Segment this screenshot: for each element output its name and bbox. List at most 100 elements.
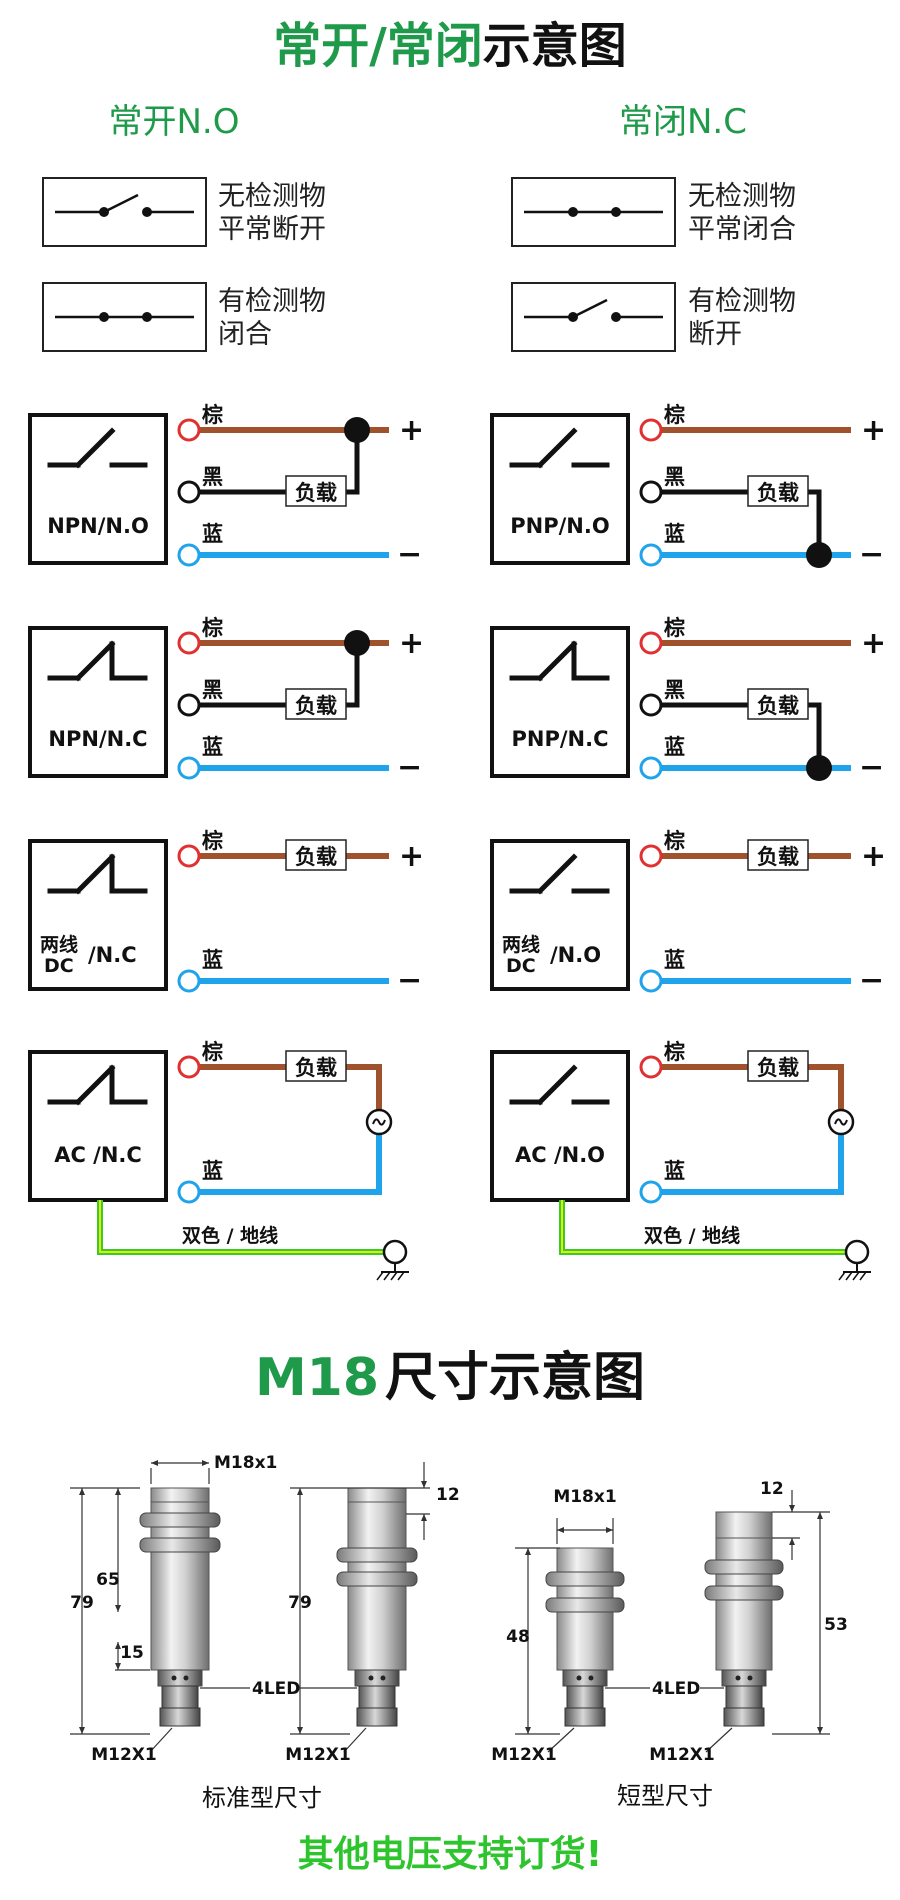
connector-label: M12X1 <box>91 1745 157 1765</box>
standard-size-caption: 标准型尺寸 <box>202 1784 322 1812</box>
nc-row1-line1: 无检测物 <box>688 181 796 212</box>
ground-wire-label: 双色 / 地线 <box>182 1224 278 1247</box>
connector-label: M12X1 <box>285 1745 351 1765</box>
brown-wire-label: 棕 <box>664 829 685 853</box>
dim-53-label: 53 <box>824 1615 848 1635</box>
no-row1-line1: 无检测物 <box>218 181 326 212</box>
plus-sign: + <box>861 413 886 448</box>
load-label: 负载 <box>295 694 337 718</box>
blue-wire-label: 蓝 <box>664 1159 685 1183</box>
page-title: 常开/常闭示意图 <box>273 18 627 74</box>
no-title: 常开N.O <box>108 102 239 142</box>
dim-65-label: 65 <box>96 1570 120 1590</box>
minus-sign: − <box>397 750 422 785</box>
nc-section: 常闭N.C 无检测物 平常闭合 有检测物 断开 <box>511 102 796 352</box>
load-label: 负载 <box>757 694 799 718</box>
thread-label: M18x1 <box>214 1453 277 1473</box>
no-row2-line1: 有检测物 <box>218 286 326 317</box>
dc-label: DC <box>44 955 74 977</box>
ac-source-icon <box>834 1118 848 1126</box>
nc-row1-line2: 平常闭合 <box>688 214 796 245</box>
led-label: 4LED <box>252 1679 300 1699</box>
blue-wire-label: 蓝 <box>202 948 223 972</box>
connector-label: M12X1 <box>491 1745 557 1765</box>
brown-wire-label: 棕 <box>202 829 223 853</box>
blue-wire-label: 蓝 <box>202 1159 223 1183</box>
plus-sign: + <box>399 413 424 448</box>
blue-wire-label: 蓝 <box>664 948 685 972</box>
load-label: 负载 <box>295 481 337 505</box>
two-wire-label: 两线 <box>40 933 78 956</box>
load-label: 负载 <box>757 481 799 505</box>
ac-source-icon <box>372 1118 386 1126</box>
blue-wire-label: 蓝 <box>202 735 223 759</box>
dimension-drawings: M18x17965154LEDM12X17912M12X1M18x1484LED… <box>70 1453 848 1812</box>
ground-icon <box>838 1239 871 1281</box>
load-label: 负载 <box>295 1056 337 1080</box>
plus-sign: + <box>861 839 886 874</box>
page-title-green: 常开/常闭 <box>273 18 483 74</box>
brown-wire-label: 棕 <box>202 1040 223 1064</box>
no-row2-line2: 闭合 <box>218 319 272 350</box>
thread-label: M18x1 <box>553 1487 616 1507</box>
sensor-type-label: NPN/N.C <box>48 727 147 751</box>
wiring-ac-nc: 负载 棕蓝 AC /N.C 双色 / 地线 <box>28 1040 409 1281</box>
sensor-type-label: AC /N.C <box>54 1143 142 1167</box>
ground-wire-label: 双色 / 地线 <box>644 1224 740 1247</box>
nc-title: 常闭N.C <box>619 102 747 142</box>
sensor-type-label: NPN/N.O <box>47 514 149 538</box>
minus-sign: − <box>397 963 422 998</box>
load-label: 负载 <box>757 845 799 869</box>
black-wire-label: 黑 <box>664 465 685 489</box>
sensor-type-label: /N.O <box>550 943 601 967</box>
led-label: 4LED <box>652 1679 700 1699</box>
dim-79-label: 79 <box>70 1593 94 1613</box>
minus-sign: − <box>859 750 884 785</box>
dim-48-label: 48 <box>506 1627 530 1647</box>
no-row1-line2: 平常断开 <box>218 214 326 245</box>
two-wire-label: 两线 <box>502 933 540 956</box>
brown-wire-label: 棕 <box>202 616 223 640</box>
black-wire-label: 黑 <box>664 678 685 702</box>
dim-12-label: 12 <box>760 1479 784 1499</box>
black-wire-label: 黑 <box>202 465 223 489</box>
minus-sign: − <box>859 537 884 572</box>
dim-79-label: 79 <box>288 1593 312 1613</box>
ground-icon <box>376 1239 409 1281</box>
black-wire-label: 黑 <box>202 678 223 702</box>
short-size-caption: 短型尺寸 <box>617 1782 713 1810</box>
dc-label: DC <box>506 955 536 977</box>
wiring-diagrams: 负载棕黑蓝NPN/N.O+−负载棕黑蓝PNP/N.O+−负载棕黑蓝NPN/N.C… <box>28 403 886 1281</box>
blue-wire-label: 蓝 <box>664 522 685 546</box>
blue-wire-label: 蓝 <box>664 735 685 759</box>
load-label: 负载 <box>757 1056 799 1080</box>
short-sensor-a: M18x1 48 4LED M12X1 <box>491 1487 700 1765</box>
minus-sign: − <box>397 537 422 572</box>
dimension-title-green: M18 <box>255 1348 379 1408</box>
nc-closed-switch-symbol <box>511 177 676 247</box>
minus-sign: − <box>859 963 884 998</box>
sensor-type-label: AC /N.O <box>515 1143 605 1167</box>
svg-text:常开/常闭示意图: 常开/常闭示意图 <box>273 18 627 74</box>
no-section: 常开N.O 无检测物 平常断开 有检测物 闭合 <box>42 102 326 352</box>
sensor-type-label: /N.C <box>88 943 137 967</box>
plus-sign: + <box>861 626 886 661</box>
plus-sign: + <box>399 839 424 874</box>
footer-note: 其他电压支持订货! <box>298 1834 602 1875</box>
sensor-type-label: PNP/N.O <box>510 514 609 538</box>
dimension-title-black: 尺寸示意图 <box>385 1348 645 1408</box>
blue-wire-label: 蓝 <box>202 522 223 546</box>
page-title-black: 示意图 <box>483 18 627 74</box>
connector-label: M12X1 <box>649 1745 715 1765</box>
